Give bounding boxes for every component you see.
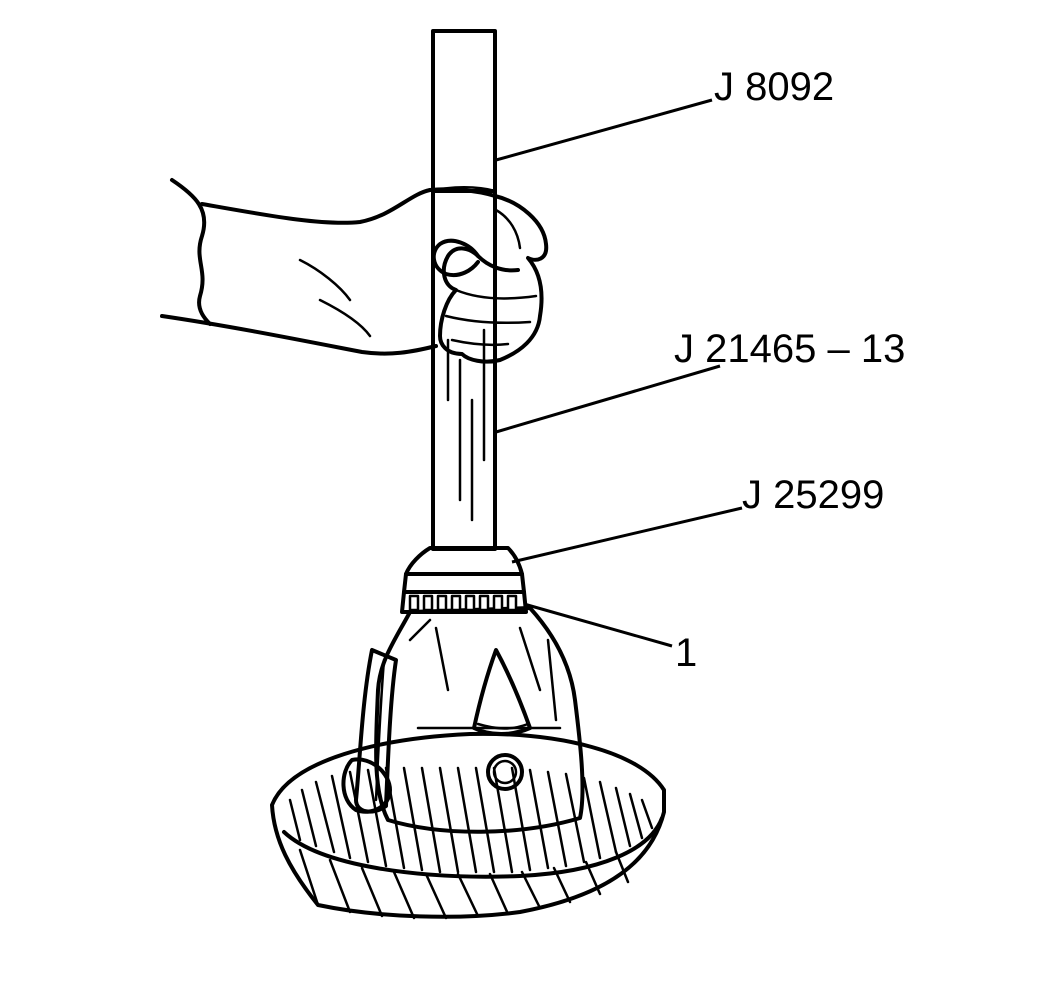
driver-handle bbox=[431, 29, 497, 551]
callout-labels: J 8092 J 21465 – 13 J 25299 1 bbox=[674, 65, 905, 675]
label-bearing-installer: J 21465 – 13 bbox=[674, 327, 905, 371]
label-bearing: 1 bbox=[675, 631, 697, 675]
leader-pilot bbox=[511, 506, 743, 564]
label-driver-handle: J 8092 bbox=[714, 65, 834, 109]
pilot-tool bbox=[402, 546, 526, 594]
differential-case bbox=[341, 606, 585, 834]
leader-lines bbox=[495, 98, 743, 648]
leader-bearing bbox=[523, 602, 673, 648]
hand bbox=[160, 178, 549, 364]
leader-driver-handle bbox=[495, 98, 713, 162]
ring-gear bbox=[270, 731, 666, 920]
label-pilot: J 25299 bbox=[742, 473, 884, 517]
leader-bearing-installer bbox=[495, 364, 721, 434]
